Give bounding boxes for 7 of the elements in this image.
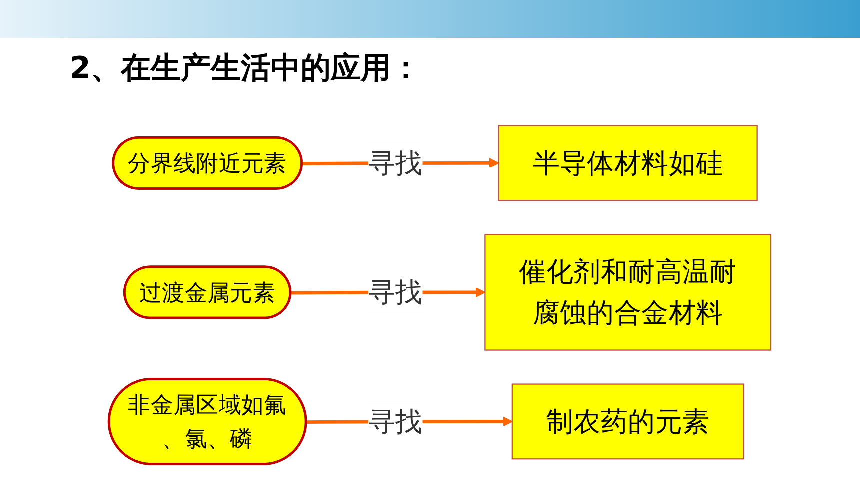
- node-box: 催化剂和耐高温耐腐蚀的合金材料: [484, 234, 772, 351]
- edge-label: 寻找: [368, 147, 423, 180]
- node-box: 半导体材料如硅: [498, 125, 758, 202]
- node-box: 制农药的元素: [512, 384, 744, 460]
- edge-label: 寻找: [368, 276, 423, 308]
- slide-title: 2、在生产生活中的应用：: [70, 50, 421, 88]
- edge-label: 寻找: [368, 406, 423, 438]
